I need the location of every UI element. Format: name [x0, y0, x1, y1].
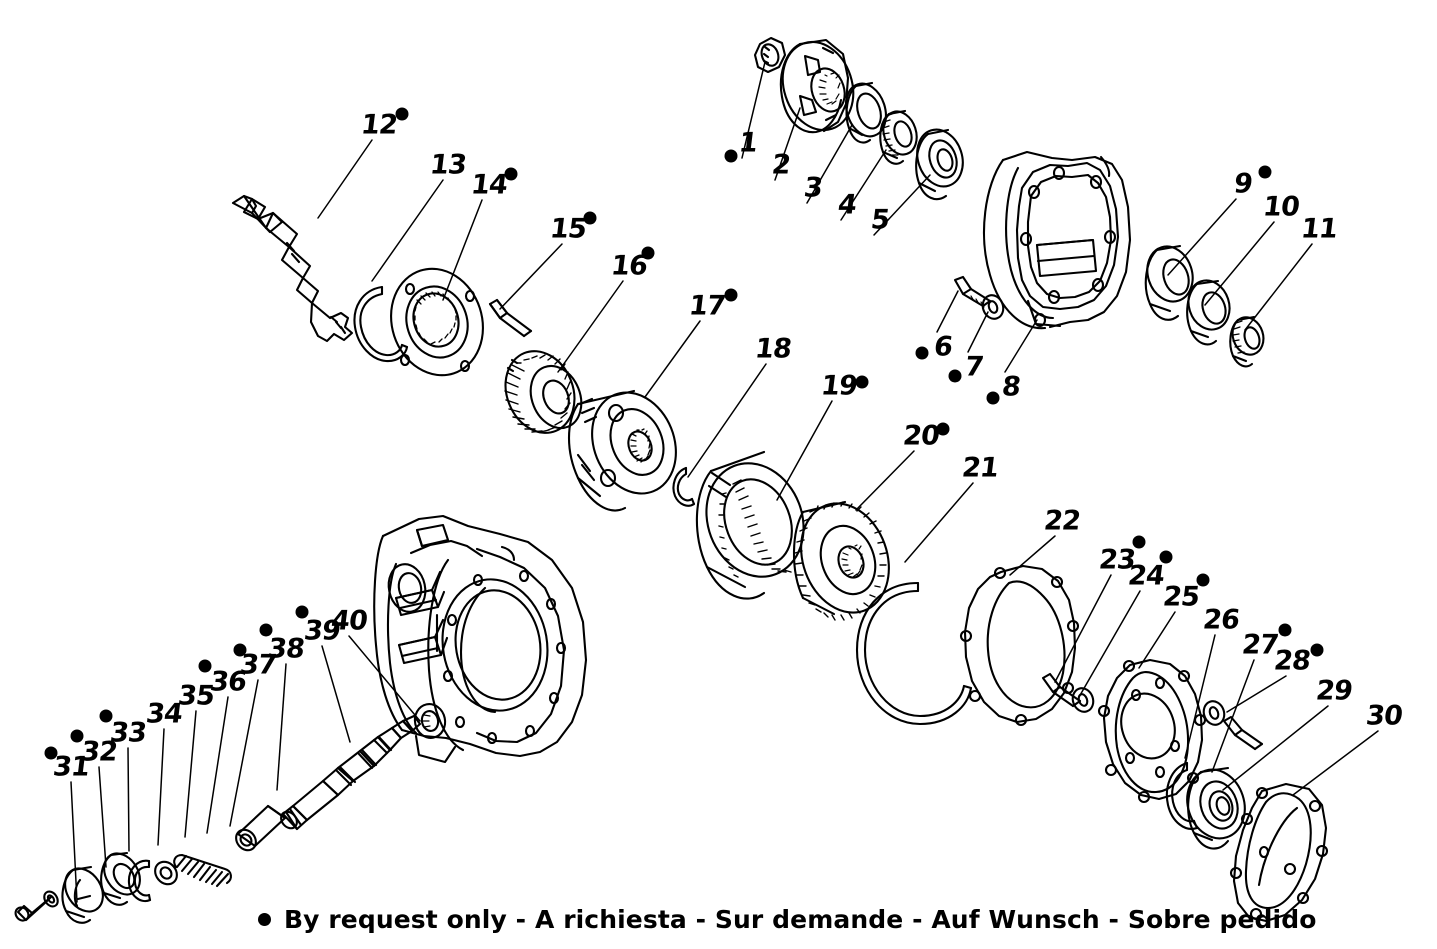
by-request-bullet-icon-16: [641, 246, 655, 260]
part-flange-yoke-2: [779, 38, 855, 134]
by-request-bullet-icon-19: [855, 375, 869, 389]
part-needle-bearing-11: [1229, 315, 1265, 368]
part-bolt-6: [953, 275, 992, 308]
by-request-bullet-icon-15: [583, 211, 597, 225]
by-request-bullet-icon-8: [986, 391, 1000, 405]
callout-number-27: 27: [1240, 629, 1280, 661]
callout-number-26: 26: [1201, 604, 1241, 636]
by-request-bullet-icon-27: [1278, 623, 1292, 637]
callout-number-40: 40: [329, 605, 369, 637]
part-retainer-plate-25: [1097, 658, 1207, 804]
part-snap-ring-18: [672, 466, 696, 507]
part-washer-36: [154, 860, 178, 886]
part-gear-16: [504, 350, 583, 434]
part-spring-37: [173, 853, 232, 888]
by-request-bullet-icon-33: [99, 709, 113, 723]
callout-number-2: 2: [770, 149, 792, 181]
callout-number-6: 6: [932, 331, 954, 363]
legend-bullet-icon: [258, 913, 271, 926]
part-gearbox-housing-40: [373, 514, 588, 764]
by-request-bullet-icon-23: [1132, 535, 1146, 549]
part-gasket-30: [1229, 782, 1329, 923]
part-nut-1: [753, 36, 787, 74]
part-washer-27: [1202, 700, 1226, 726]
callout-number-24: 24: [1126, 560, 1166, 592]
part-snap-ring-21: [855, 581, 973, 726]
part-sleeve-38: [235, 804, 287, 852]
part-gasket-22: [959, 564, 1080, 727]
callout-number-3: 3: [802, 172, 824, 204]
by-request-bullet-icon-1: [724, 149, 738, 163]
callout-number-7: 7: [963, 351, 985, 383]
callout-number-29: 29: [1314, 675, 1354, 707]
by-request-bullet-icon-32: [70, 729, 84, 743]
by-request-bullet-icon-24: [1159, 550, 1173, 564]
callout-number-5: 5: [869, 204, 891, 236]
by-request-bullet-icon-39: [295, 605, 309, 619]
part-bearing-5: [915, 128, 964, 201]
callout-number-22: 22: [1042, 505, 1082, 537]
by-request-bullet-icon-25: [1196, 573, 1210, 587]
by-request-bullet-icon-14: [504, 167, 518, 181]
part-bell-housing-8: [982, 150, 1132, 330]
legend-caption: By request only - A richiesta - Sur dema…: [258, 905, 1317, 934]
part-sleeve-19: [695, 450, 805, 600]
part-bolt-15: [488, 298, 533, 338]
part-bushing-9: [1144, 244, 1194, 321]
by-request-bullet-icon-31: [44, 746, 58, 760]
part-synchro-hub-17: [568, 389, 677, 512]
callout-number-13: 13: [428, 149, 468, 181]
callout-number-33: 33: [108, 717, 148, 749]
callout-number-28: 28: [1272, 645, 1312, 677]
leader-lines: [70, 61, 1379, 903]
by-request-bullet-icon-28: [1310, 643, 1324, 657]
by-request-bullet-icon-37: [259, 623, 273, 637]
part-roller-bearing-4: [879, 109, 918, 165]
by-request-bullet-icon-36: [233, 643, 247, 657]
part-snap-ring-13: [353, 285, 409, 363]
legend-caption-text: By request only - A richiesta - Sur dema…: [284, 905, 1317, 934]
callout-number-4: 4: [836, 189, 858, 221]
by-request-bullet-icon-17: [724, 288, 738, 302]
part-washer-7: [981, 294, 1005, 320]
callout-number-12: 12: [359, 109, 399, 141]
part-shift-rod-39: [280, 714, 422, 831]
callout-number-21: 21: [960, 452, 1000, 484]
callout-number-20: 20: [901, 420, 941, 452]
part-shaft: [231, 194, 354, 343]
callout-number-9: 9: [1232, 168, 1254, 200]
part-snap-ring-35: [127, 859, 152, 903]
by-request-bullet-icon-20: [936, 422, 950, 436]
by-request-bullet-icon-7: [948, 369, 962, 383]
callout-number-11: 11: [1299, 213, 1339, 245]
callout-number-8: 8: [1000, 371, 1022, 403]
part-ring-gear-20: [792, 500, 890, 621]
part-bearing-29: [1186, 766, 1246, 850]
callout-number-1: 1: [737, 127, 759, 159]
callout-number-15: 15: [548, 213, 588, 245]
part-cover-33: [61, 865, 104, 924]
callout-number-25: 25: [1161, 581, 1201, 613]
part-washer-32: [43, 890, 59, 908]
callout-number-38: 38: [266, 633, 306, 665]
part-bolt-28: [1222, 715, 1264, 751]
callout-number-10: 10: [1261, 191, 1301, 223]
callout-number-30: 30: [1364, 700, 1404, 732]
by-request-bullet-icon-12: [395, 107, 409, 121]
part-bushing-10: [1186, 279, 1231, 346]
part-screw-31: [14, 895, 53, 922]
part-seal-3: [845, 81, 887, 144]
callout-number-18: 18: [753, 333, 793, 365]
callout-number-19: 19: [819, 370, 859, 402]
part-cap-34: [100, 851, 141, 906]
part-washer-24: [1071, 687, 1095, 713]
by-request-bullet-icon-9: [1258, 165, 1272, 179]
by-request-bullet-icon-35: [198, 659, 212, 673]
callout-number-14: 14: [469, 169, 509, 201]
part-flange-14: [390, 267, 484, 377]
callout-number-17: 17: [687, 290, 727, 322]
by-request-bullet-icon-6: [915, 346, 929, 360]
